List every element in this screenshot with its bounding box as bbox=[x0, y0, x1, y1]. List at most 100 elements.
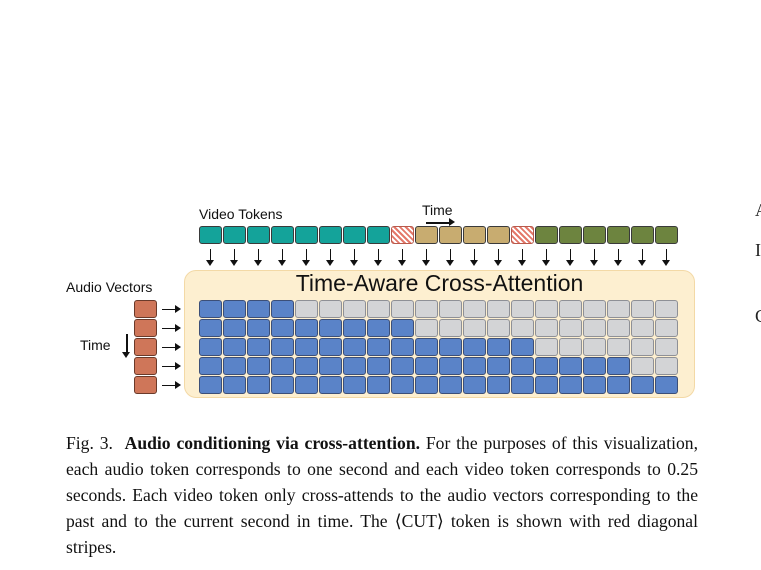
down-arrow-icon bbox=[422, 249, 430, 266]
attended-cell bbox=[343, 319, 366, 337]
masked-cell bbox=[511, 319, 534, 337]
video-token bbox=[631, 226, 654, 244]
masked-cell bbox=[511, 300, 534, 318]
attended-cell bbox=[295, 357, 318, 375]
attended-cell bbox=[199, 338, 222, 356]
masked-cell bbox=[559, 319, 582, 337]
masked-cell bbox=[463, 300, 486, 318]
attended-cell bbox=[319, 319, 342, 337]
attended-cell bbox=[223, 338, 246, 356]
masked-cell bbox=[607, 319, 630, 337]
attended-cell bbox=[607, 376, 630, 394]
down-arrow-icon bbox=[470, 249, 478, 266]
right-arrow-icon bbox=[162, 324, 181, 332]
attended-cell bbox=[415, 338, 438, 356]
down-arrow-icon bbox=[374, 249, 382, 266]
attended-cell bbox=[463, 357, 486, 375]
attended-cell bbox=[415, 376, 438, 394]
masked-cell bbox=[631, 338, 654, 356]
masked-cell bbox=[631, 357, 654, 375]
down-arrow-icon bbox=[302, 249, 310, 266]
down-arrow-icon bbox=[542, 249, 550, 266]
video-token bbox=[367, 226, 390, 244]
video-token bbox=[655, 226, 678, 244]
masked-cell bbox=[439, 319, 462, 337]
attended-cell bbox=[295, 376, 318, 394]
masked-cell bbox=[655, 319, 678, 337]
masked-cell bbox=[535, 319, 558, 337]
masked-cell bbox=[319, 300, 342, 318]
caption-body: For the purposes of this visualization, … bbox=[66, 433, 698, 557]
attended-cell bbox=[391, 338, 414, 356]
video-token bbox=[319, 226, 342, 244]
video-token bbox=[247, 226, 270, 244]
masked-cell bbox=[631, 319, 654, 337]
attended-cell bbox=[247, 319, 270, 337]
attended-cell bbox=[343, 357, 366, 375]
attended-cell bbox=[295, 319, 318, 337]
masked-cell bbox=[295, 300, 318, 318]
attended-cell bbox=[319, 376, 342, 394]
attended-cell bbox=[607, 357, 630, 375]
masked-cell bbox=[655, 300, 678, 318]
video-token bbox=[607, 226, 630, 244]
video-token bbox=[439, 226, 462, 244]
down-arrow-icon bbox=[494, 249, 502, 266]
attended-cell bbox=[319, 338, 342, 356]
masked-cell bbox=[535, 338, 558, 356]
masked-cell bbox=[343, 300, 366, 318]
attended-cell bbox=[223, 376, 246, 394]
masked-cell bbox=[559, 338, 582, 356]
attended-cell bbox=[271, 300, 294, 318]
attended-cell bbox=[439, 376, 462, 394]
cross-attention-figure: Video Tokens Time Time-Aware Cross-Atten… bbox=[66, 202, 695, 398]
right-arrow-icon bbox=[162, 305, 181, 313]
cut-token bbox=[511, 226, 534, 244]
video-token bbox=[487, 226, 510, 244]
attended-cell bbox=[319, 357, 342, 375]
video-token bbox=[343, 226, 366, 244]
right-arrow-icon bbox=[162, 381, 181, 389]
video-token bbox=[223, 226, 246, 244]
attended-cell bbox=[463, 338, 486, 356]
masked-cell bbox=[391, 300, 414, 318]
video-token bbox=[415, 226, 438, 244]
down-arrow-icon bbox=[350, 249, 358, 266]
down-arrow-icon bbox=[278, 249, 286, 266]
audio-vector bbox=[134, 338, 157, 356]
masked-cell bbox=[415, 319, 438, 337]
attended-cell bbox=[199, 319, 222, 337]
attended-cell bbox=[559, 357, 582, 375]
right-arrow-icon bbox=[162, 343, 181, 351]
audio-vector bbox=[134, 300, 157, 318]
attended-cell bbox=[463, 376, 486, 394]
time-right-arrow-icon bbox=[426, 219, 455, 225]
attended-cell bbox=[223, 300, 246, 318]
attended-cell bbox=[439, 357, 462, 375]
attended-cell bbox=[367, 376, 390, 394]
masked-cell bbox=[655, 338, 678, 356]
attended-cell bbox=[439, 338, 462, 356]
attended-cell bbox=[343, 338, 366, 356]
audio-vector bbox=[134, 357, 157, 375]
attended-cell bbox=[271, 338, 294, 356]
attended-cell bbox=[511, 376, 534, 394]
masked-cell bbox=[607, 300, 630, 318]
attended-cell bbox=[367, 338, 390, 356]
attended-cell bbox=[487, 338, 510, 356]
attended-cell bbox=[391, 376, 414, 394]
video-token bbox=[583, 226, 606, 244]
down-arrow-icon bbox=[206, 249, 214, 266]
video-token bbox=[559, 226, 582, 244]
attended-cell bbox=[199, 376, 222, 394]
down-arrow-icon bbox=[254, 249, 262, 266]
down-arrow-icon bbox=[446, 249, 454, 266]
down-arrow-icon bbox=[566, 249, 574, 266]
masked-cell bbox=[415, 300, 438, 318]
down-arrow-icon bbox=[398, 249, 406, 266]
attended-cell bbox=[583, 357, 606, 375]
masked-cell bbox=[583, 319, 606, 337]
attended-cell bbox=[247, 300, 270, 318]
time-label-left: Time bbox=[80, 337, 111, 353]
attended-cell bbox=[247, 338, 270, 356]
